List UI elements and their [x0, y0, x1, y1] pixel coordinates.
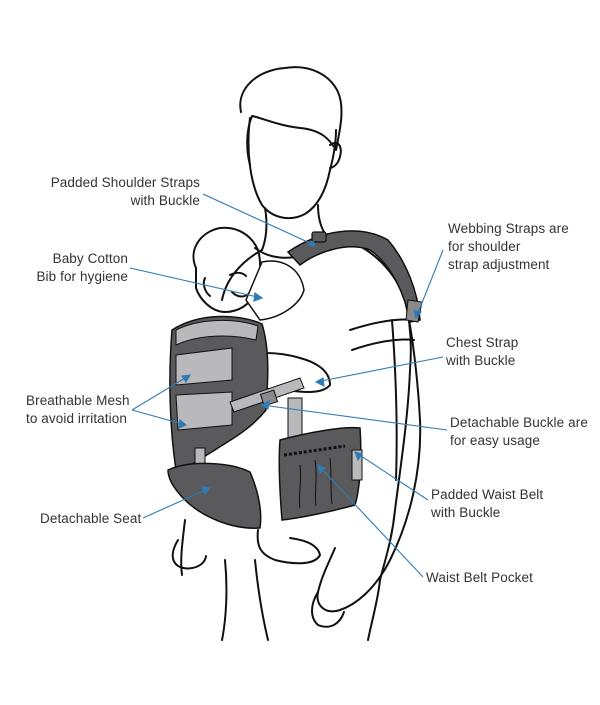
adult-ear — [329, 142, 342, 169]
mesh-panel-bottom — [175, 391, 233, 431]
leader-lines — [129, 193, 448, 578]
label-line: for easy usage — [450, 433, 540, 448]
label-line: with Buckle — [446, 353, 516, 368]
shoulder-strap — [286, 230, 421, 323]
label-line: Padded Shoulder Straps — [50, 175, 200, 190]
label-waist-belt-pocket: Waist Belt Pocket — [426, 569, 576, 587]
label-breathable-mesh: Breathable Mesh to avoid irritation — [26, 392, 166, 428]
label-line: Baby Cotton — [52, 251, 128, 266]
cotton-bib — [245, 260, 305, 321]
label-padded-shoulder-straps: Padded Shoulder Straps with Buckle — [40, 174, 200, 210]
adult-face — [247, 117, 337, 220]
label-line: Breathable Mesh — [26, 393, 130, 408]
label-line: Chest Strap — [446, 335, 519, 350]
label-line: with Buckle — [431, 505, 501, 520]
label-detachable-buckle: Detachable Buckle are for easy usage — [450, 414, 600, 450]
label-line: for shoulder — [448, 239, 521, 254]
label-detachable-seat: Detachable Seat — [40, 510, 160, 528]
label-webbing-straps: Webbing Straps are for shoulder strap ad… — [448, 220, 598, 274]
label-chest-strap: Chest Strap with Buckle — [446, 334, 566, 370]
label-line: Webbing Straps are — [448, 221, 569, 236]
label-baby-cotton-bib: Baby Cotton Bib for hygiene — [20, 250, 128, 286]
label-line: Bib for hygiene — [36, 269, 128, 284]
label-line: Waist Belt Pocket — [426, 570, 533, 585]
label-line: to avoid irritation — [26, 411, 127, 426]
label-line: Padded Waist Belt — [431, 487, 544, 502]
label-padded-waist-belt: Padded Waist Belt with Buckle — [431, 486, 581, 522]
label-line: strap adjustment — [448, 257, 550, 272]
waist-pocket — [283, 444, 346, 457]
adult-hair — [239, 66, 343, 166]
label-line: Detachable Buckle are — [450, 415, 588, 430]
label-line: with Buckle — [130, 193, 200, 208]
detachable-seat — [167, 462, 262, 529]
label-line: Detachable Seat — [40, 511, 142, 526]
